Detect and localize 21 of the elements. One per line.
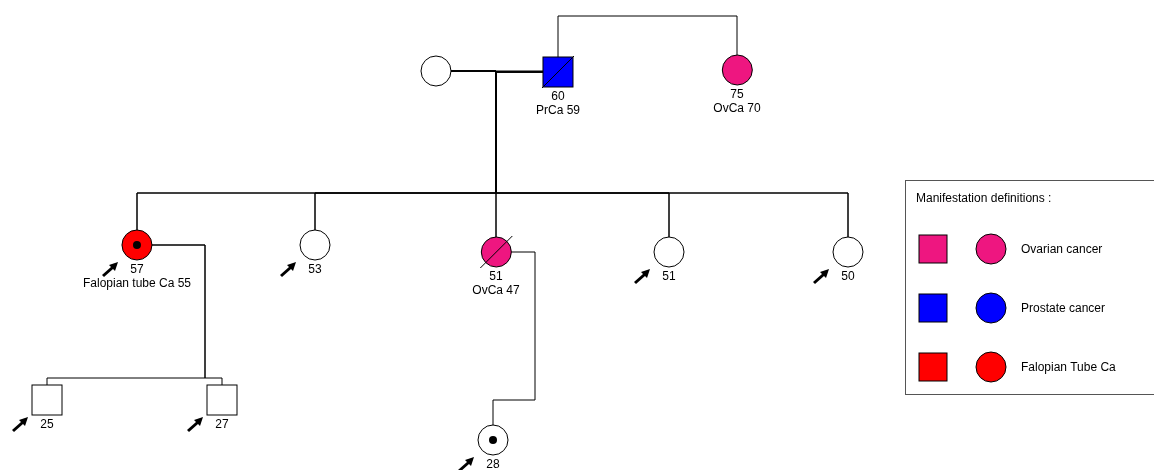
age-label: 57 bbox=[130, 262, 144, 276]
legend-label: Falopian Tube Ca bbox=[1021, 360, 1116, 374]
diagnosis-label: OvCa 70 bbox=[713, 101, 761, 115]
age-label: 75 bbox=[730, 87, 744, 101]
diagnosis-label: OvCa 47 bbox=[472, 283, 520, 297]
age-label: 53 bbox=[308, 262, 322, 276]
pedigree-line bbox=[492, 251, 536, 426]
legend-heading: Manifestation definitions : bbox=[916, 191, 1052, 205]
age-label: 25 bbox=[40, 417, 54, 431]
age-label: 27 bbox=[215, 417, 229, 431]
age-label: 28 bbox=[486, 457, 500, 470]
legend-label: Prostate cancer bbox=[1021, 301, 1106, 315]
age-label: 60 bbox=[551, 89, 565, 103]
age-label: 51 bbox=[489, 269, 503, 283]
pedigree-line bbox=[151, 244, 223, 386]
age-label: 51 bbox=[662, 269, 676, 283]
legend-label: Ovarian cancer bbox=[1021, 242, 1103, 256]
diagnosis-label: Falopian tube Ca 55 bbox=[82, 276, 192, 290]
age-label: 50 bbox=[841, 269, 855, 283]
pedigree-line bbox=[557, 15, 738, 58]
diagnosis-label: PrCa 59 bbox=[536, 103, 580, 117]
